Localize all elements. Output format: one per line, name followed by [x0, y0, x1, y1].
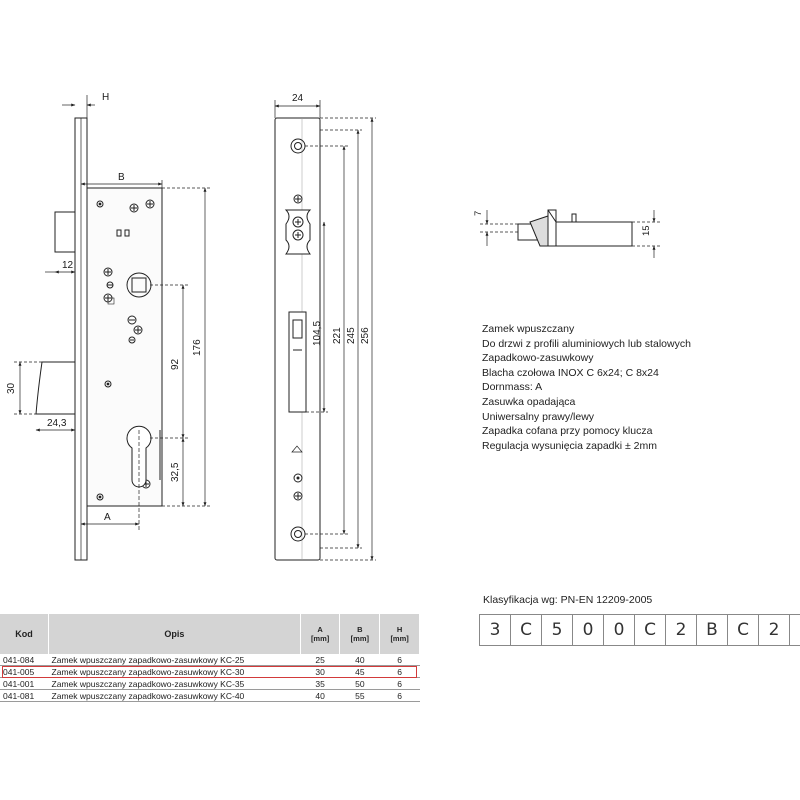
code-digit: 0: [789, 614, 800, 646]
dim-92-label: 92: [170, 358, 181, 370]
cell-b: 40: [339, 654, 380, 666]
cell-h: 6: [379, 665, 420, 678]
code-digit: C: [510, 614, 542, 646]
dim-32-5-label: 32,5: [170, 462, 181, 482]
description-line: Zamek wpuszczany: [482, 323, 575, 335]
code-digit: C: [727, 614, 759, 646]
description-line: Regulacja wysunięcia zapadki ± 2mm: [482, 439, 658, 452]
description-line: Do drzwi z profili aluminiowych lub stal…: [482, 337, 691, 350]
classification-code: 3 C 5 0 0 C 2 B C 2 0: [479, 614, 800, 646]
cell-opis: Zamek wpuszczany zapadkowo-zasuwkowy KC-…: [48, 654, 301, 666]
front-dimensions: [14, 95, 210, 530]
dim-176-label: 176: [192, 339, 203, 356]
latch-dimensions: [480, 210, 660, 258]
latch-dimension-labels: 7 15: [473, 211, 652, 236]
header-kod: Kod: [0, 614, 50, 654]
code-digit: 0: [572, 614, 604, 646]
product-table: Kod Opis A[mm] B[mm] H[mm] 041-084 Zamek…: [0, 614, 420, 702]
dim-h-label: H: [102, 92, 109, 103]
description-line: Uniwersalny prawy/lewy: [482, 410, 595, 423]
dim-7-label: 7: [473, 211, 484, 216]
code-digit: 5: [541, 614, 573, 646]
dim-24-label: 24: [292, 93, 304, 104]
header-a: A[mm]: [300, 614, 341, 654]
code-digit: C: [634, 614, 666, 646]
cell-h: 6: [379, 654, 420, 666]
cell-h: 6: [379, 677, 420, 690]
product-description: Zamek wpuszczany Do drzwi z profili alum…: [482, 322, 691, 453]
dim-15-label: 15: [641, 225, 652, 236]
cell-opis: Zamek wpuszczany zapadkowo-zasuwkowy KC-…: [48, 689, 301, 702]
cell-opis: Zamek wpuszczany zapadkowo-zasuwkowy KC-…: [48, 665, 301, 678]
description-line: Zapadka cofana przy pomocy klucza: [482, 425, 653, 438]
description-line: Dornmass: A: [482, 381, 543, 394]
latch-side-view: [517, 209, 633, 247]
faceplate-view: [274, 117, 321, 561]
classification-label: Klasyfikacja wg: PN-EN 12209-2005: [483, 594, 653, 606]
table-row: 041-001 Zamek wpuszczany zapadkowo-zasuw…: [0, 677, 420, 690]
cell-a: 40: [300, 689, 340, 702]
dim-24-3-label: 24,3: [47, 418, 67, 429]
cell-kod: 041-081: [0, 689, 49, 702]
table-row-highlighted: 041-005 Zamek wpuszczany zapadkowo-zasuw…: [0, 665, 420, 678]
cell-a: 30: [300, 665, 340, 678]
cell-kod: 041-005: [0, 665, 49, 678]
description-line: Zasuwka opadająca: [482, 395, 576, 408]
table-header-row: Kod Opis A[mm] B[mm] H[mm]: [0, 614, 420, 654]
code-digit: 0: [603, 614, 635, 646]
header-b: B[mm]: [339, 614, 381, 654]
cell-opis: Zamek wpuszczany zapadkowo-zasuwkowy KC-…: [48, 677, 301, 690]
code-digit: 3: [479, 614, 511, 646]
description-line: Blacha czołowa INOX C 6x24; C 8x24: [482, 366, 659, 379]
code-digit: 2: [758, 614, 790, 646]
dim-245-label: 245: [346, 327, 357, 344]
cell-kod: 041-084: [0, 654, 49, 666]
cell-kod: 041-001: [0, 677, 49, 690]
faceplate-dimensions: [274, 100, 376, 561]
cell-b: 45: [339, 665, 380, 678]
cell-b: 55: [339, 689, 380, 702]
table-row: 041-084 Zamek wpuszczany zapadkowo-zasuw…: [0, 654, 420, 666]
cell-a: 35: [300, 677, 340, 690]
dim-b-label: B: [118, 172, 125, 183]
dim-221-label: 221: [332, 327, 343, 344]
cell-h: 6: [379, 689, 420, 702]
description-line: Zapadkowo-zasuwkowy: [482, 352, 594, 365]
front-dimension-labels: H B 12 30 24,3 A 92 176 32,5: [6, 92, 203, 523]
screw-icon: [96, 199, 155, 501]
dim-104-5-label: 104,5: [312, 321, 323, 346]
lock-front-view: [35, 117, 163, 561]
header-h: H[mm]: [379, 614, 420, 654]
code-digit: 2: [665, 614, 697, 646]
dim-a-label: A: [104, 512, 111, 523]
dim-256-label: 256: [360, 327, 371, 344]
code-digit: B: [696, 614, 728, 646]
table-row: 041-081 Zamek wpuszczany zapadkowo-zasuw…: [0, 689, 420, 702]
header-opis: Opis: [48, 614, 301, 654]
dim-30-label: 30: [6, 382, 17, 394]
cell-b: 50: [339, 677, 380, 690]
cell-a: 25: [300, 654, 340, 666]
dim-12-label: 12: [62, 260, 74, 271]
faceplate-dimension-labels: 24 104,5 221 245 256: [292, 93, 371, 346]
technical-drawing: H B 12 30 24,3 A 92 176 32,5: [6, 92, 660, 561]
